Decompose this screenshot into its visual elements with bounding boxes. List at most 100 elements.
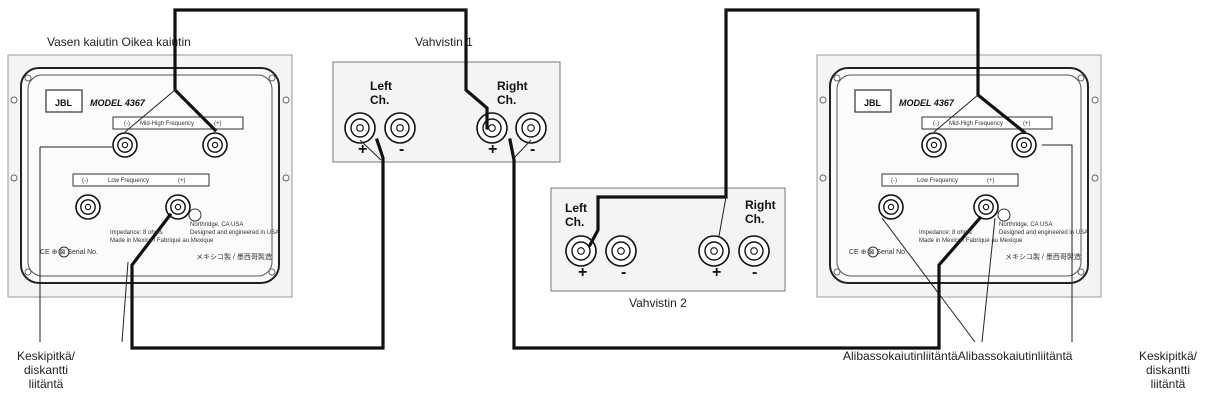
mid-high-terminal-label-right: Keskipitkä/ diskantti liitäntä <box>1138 349 1198 391</box>
model-label-left: MODEL 4367 <box>90 98 145 108</box>
fine-print-left-1: Impedance: 8 ohms <box>110 230 163 236</box>
amp2-title: Vahvistin 2 <box>629 296 687 310</box>
screw-left-2 <box>10 174 18 182</box>
speaker-terminal-right-low-pos-pin <box>982 203 990 211</box>
screw-left-6 <box>24 268 32 276</box>
amp1-left-ch-label: Left Ch. <box>370 79 392 107</box>
fine-print-right-3: Northridge, CA USA <box>999 222 1053 228</box>
wire-amp1-left-pos-link <box>359 139 382 161</box>
screw-right-2 <box>819 174 827 182</box>
low-plus-left: (+) <box>178 178 186 184</box>
amp-terminal-amp2-right-pos-pin <box>710 247 718 255</box>
low-label-left: Low Frequency <box>108 178 150 184</box>
amp-terminal-amp1-right-pos-pin <box>488 124 496 132</box>
screw-right-5 <box>1077 74 1085 82</box>
amp-terminal-amp2-left-neg-pin <box>617 247 625 255</box>
fine-print-left-2: Made in Mexico / Fabriqué au Mexique <box>110 238 214 244</box>
amp2-left-plus: + <box>578 264 588 281</box>
amp1-right-plus: + <box>488 141 498 158</box>
amp1-right-minus: - <box>530 141 536 158</box>
amp1-box <box>332 61 561 163</box>
amp-terminal-amp1-left-neg-pin <box>396 124 404 132</box>
screw-left-5 <box>268 74 276 82</box>
mid-high-label-left: Mid-High Frequency <box>140 121 195 127</box>
leader-right-low-1 <box>881 217 976 343</box>
speaker-terminal-left-low-neg-pin <box>84 203 92 211</box>
speaker-terminal-left-low-pos-pin <box>174 203 182 211</box>
brand-logo-left: JBL <box>55 98 73 108</box>
screw-right-0 <box>819 96 827 104</box>
screw-right-4 <box>833 74 841 82</box>
screw-right-7 <box>1077 268 1085 276</box>
mid-high-minus-left: (-) <box>124 121 130 127</box>
low-bar-left <box>72 173 210 187</box>
maker-logo-left <box>188 208 202 222</box>
mid-high-bar-right <box>921 116 1053 130</box>
leader-right-low-2 <box>981 217 996 343</box>
screw-left-7 <box>268 268 276 276</box>
ce-mark-right <box>867 246 879 258</box>
speaker-terminal-left-mid-pos-pin <box>211 141 219 149</box>
screw-left-1 <box>282 96 290 104</box>
low-bar-right <box>881 173 1019 187</box>
model-label-right: MODEL 4367 <box>899 98 954 108</box>
amp2-left-ch-label: Left Ch. <box>565 201 587 229</box>
amp2-right-ch-label: Right Ch. <box>745 198 776 226</box>
low-plus-right: (+) <box>987 178 995 184</box>
wire-amp1-to-left-low <box>130 137 385 350</box>
brand-box-right <box>854 89 892 113</box>
fine-print-right-2: Made in Mexico / Fabriqué au Mexique <box>919 238 1023 244</box>
screw-right-6 <box>833 268 841 276</box>
terminal-plate-inner-left <box>27 74 273 277</box>
fine-print-left-4: Designed and engineered in USA <box>190 230 280 236</box>
wire-amp2-right-link <box>718 196 727 237</box>
speaker-terminal-right-mid-pos-pin <box>1020 141 1028 149</box>
low-label-right: Low Frequency <box>917 178 959 184</box>
leader-right-midhigh <box>1042 144 1073 342</box>
screw-right-1 <box>1091 96 1099 104</box>
ce-mark-left <box>58 246 70 258</box>
terminal-plate-inner-right <box>836 74 1082 277</box>
maker-left: メキシコ製 / 墨西哥製造 <box>196 254 272 261</box>
speaker-terminal-right-low-neg-pin <box>887 203 895 211</box>
wire-amp1-right-neg-link <box>513 139 532 159</box>
amp-terminal-amp2-left-pos-pin <box>577 247 585 255</box>
mid-high-minus-right: (-) <box>933 121 939 127</box>
amp1-left-minus: - <box>399 141 405 158</box>
mid-high-label-right: Mid-High Frequency <box>949 121 1004 127</box>
speaker-terminal-right-mid-neg-pin <box>930 141 938 149</box>
amp-terminal-amp1-right-neg-pin <box>527 124 535 132</box>
fine-print-right-4: Designed and engineered in USA <box>999 230 1089 236</box>
marks-right: CE ⊕ ⊠ Serial No. <box>849 249 908 256</box>
speaker-terminal-left-mid-neg-pin <box>121 141 129 149</box>
low-minus-right: (-) <box>891 178 897 184</box>
subwoofer-terminal-label: AlibassokaiutinliitäntäAlibassokaiutinli… <box>843 349 1073 363</box>
maker-logo-right <box>997 208 1011 222</box>
mid-high-terminal-label-left: Keskipitkä/ diskantti liitäntä <box>16 349 76 391</box>
wire-amp2-to-right-midhigh <box>587 8 1027 248</box>
amp2-right-plus: + <box>712 264 722 281</box>
amp1-title: Vahvistin 1 <box>415 35 473 49</box>
screw-left-4 <box>24 74 32 82</box>
fine-print-right-1: Impedance: 8 ohms <box>919 230 972 236</box>
screw-right-3 <box>1091 174 1099 182</box>
wire-amp1-to-right-low <box>508 138 983 350</box>
mid-high-plus-left: (+) <box>214 121 222 127</box>
mid-high-plus-right: (+) <box>1023 121 1031 127</box>
wire-right-midhigh-neg <box>933 94 979 133</box>
low-minus-left: (-) <box>82 178 88 184</box>
leader-left-low <box>121 261 129 343</box>
amp-terminal-amp1-left-pos-pin <box>356 124 364 132</box>
screw-left-0 <box>10 96 18 104</box>
wire-left-midhigh-neg <box>124 89 176 133</box>
amp1-right-ch-label: Right Ch. <box>497 79 528 107</box>
brand-box-left <box>45 89 83 113</box>
amp2-left-minus: - <box>621 264 627 281</box>
amp2-right-minus: - <box>752 264 758 281</box>
maker-right: メキシコ製 / 墨西哥製造 <box>1005 254 1081 261</box>
amp1-left-plus: + <box>358 141 368 158</box>
marks-left: CE ⊕ ⊠ Serial No. <box>40 249 99 256</box>
brand-logo-right: JBL <box>864 98 882 108</box>
